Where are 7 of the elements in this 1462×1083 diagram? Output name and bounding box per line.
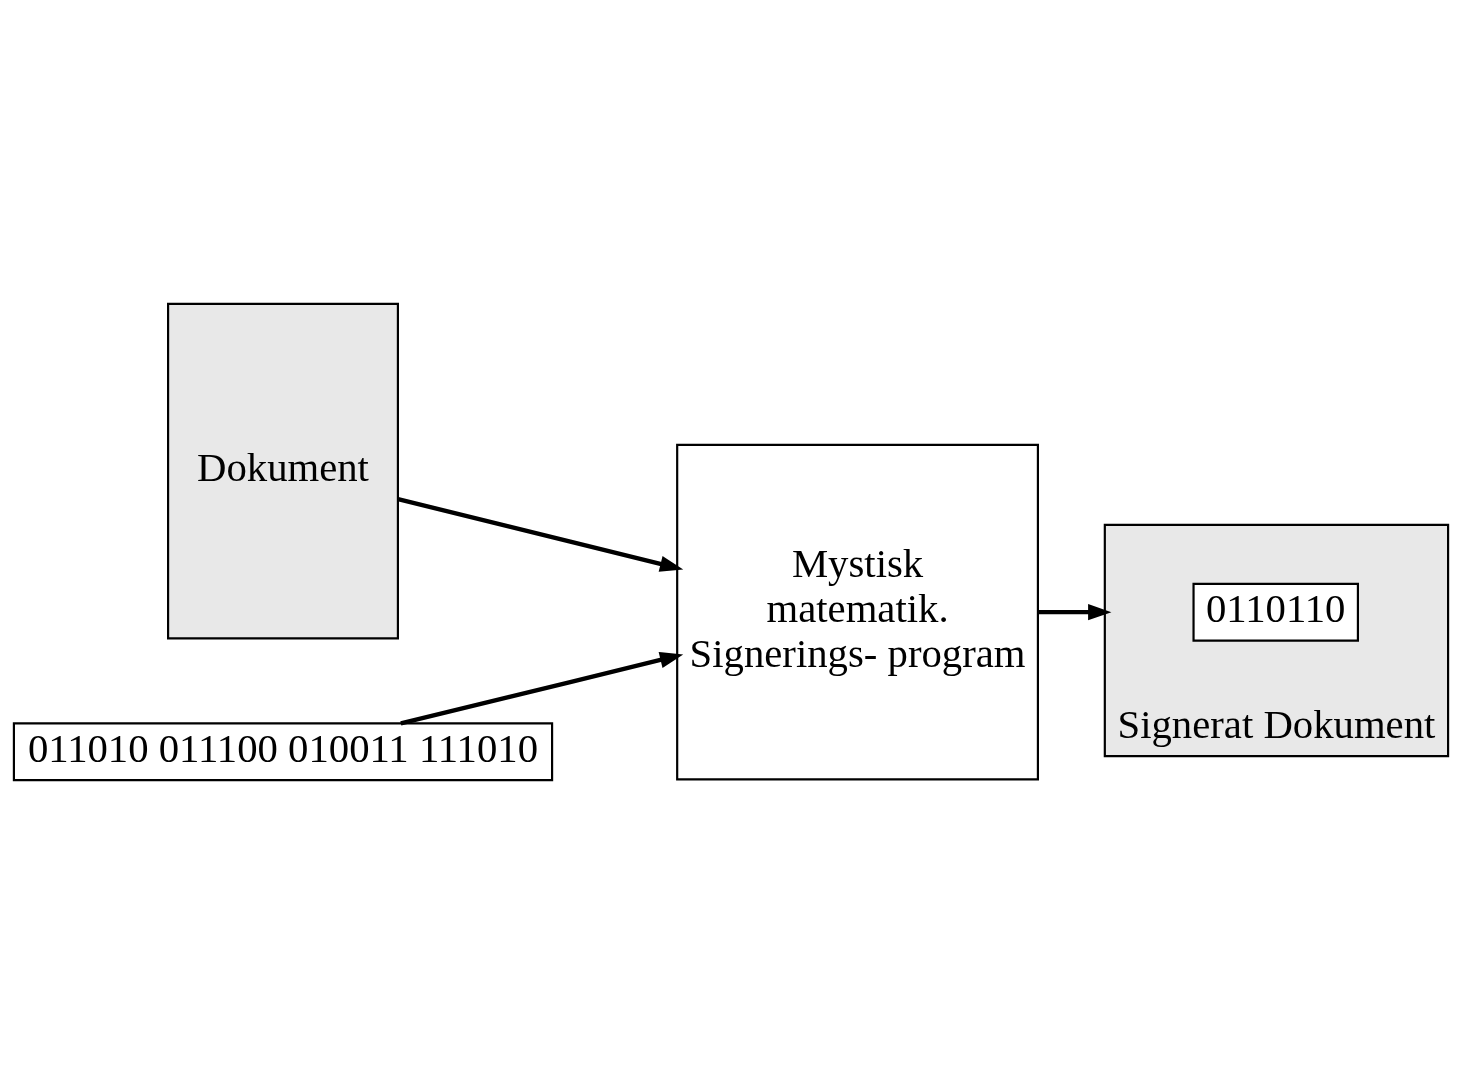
node-box: 0110110 — [1192, 582, 1359, 642]
arrow — [400, 651, 684, 725]
node-box: Mystisk matematik. Signerings- program — [676, 443, 1039, 781]
arrow — [397, 496, 684, 572]
node-box: Dokument — [167, 302, 399, 639]
arrow — [1038, 603, 1112, 620]
node-box: 011010 011100 010011 111010 — [12, 721, 554, 781]
